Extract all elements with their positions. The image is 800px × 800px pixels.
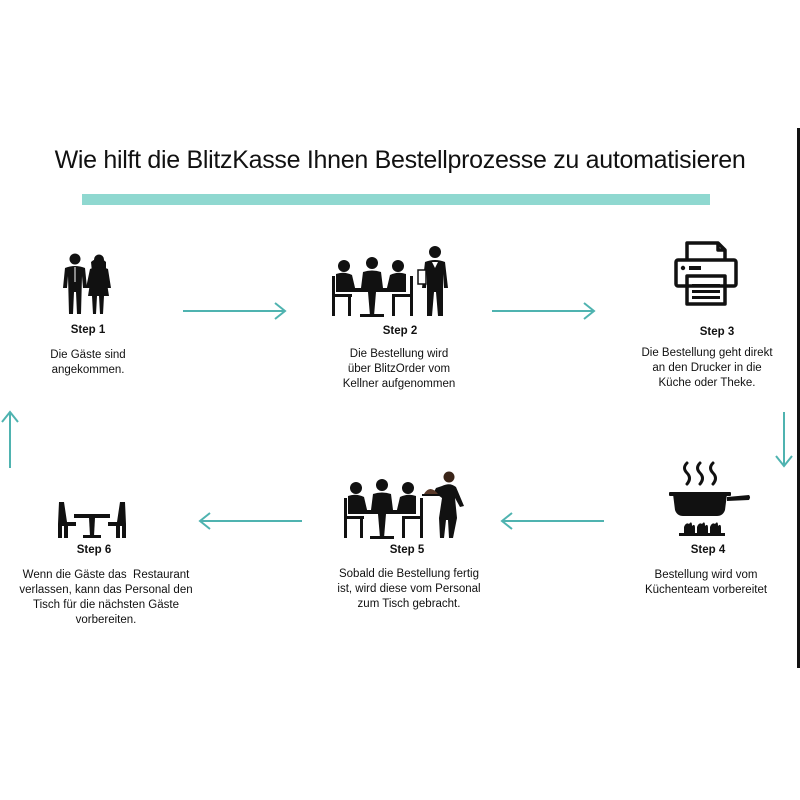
step-2-description: Die Bestellung wird über BlitzOrder vom …: [342, 348, 456, 390]
step-4-label: Step 4: [690, 544, 726, 556]
step-1-description: Die Gäste sind angekommen.: [50, 349, 126, 376]
step-3-description: Die Bestellung geht direkt an den Drucke…: [641, 347, 773, 389]
step-5-label: Step 5: [389, 544, 425, 556]
right-edge-line: [797, 128, 800, 668]
title-underline-bar: [82, 194, 710, 205]
step-1-label: Step 1: [70, 324, 106, 336]
arrow-step1-to-step2: [183, 302, 287, 320]
arrow-step5-to-step6: [198, 512, 302, 530]
step-4-description: Bestellung wird vom Küchenteam vorbereit…: [644, 569, 768, 596]
step-2-label: Step 2: [382, 325, 418, 337]
printer-icon: [674, 241, 738, 306]
step-3-label: Step 3: [699, 326, 735, 338]
page-title: Wie hilft die BlitzKasse Ihnen Bestellpr…: [54, 146, 746, 174]
step-6-description: Wenn die Gäste das Restaurant verlassen,…: [19, 569, 193, 626]
arrow-step6-to-step1: [1, 410, 19, 468]
serving-waitress-icon: [344, 471, 464, 539]
waiter-at-table-icon: [332, 246, 448, 317]
step-6-label: Step 6: [76, 544, 112, 556]
guests-couple-icon: [63, 253, 111, 314]
step-5-description: Sobald die Bestellung fertig ist, wird d…: [337, 568, 481, 610]
cooking-pan-icon: [669, 461, 750, 536]
arrow-step2-to-step3: [492, 302, 596, 320]
empty-table-icon: [58, 502, 126, 538]
arrow-step3-to-step4: [775, 412, 793, 468]
arrow-step4-to-step5: [500, 512, 604, 530]
